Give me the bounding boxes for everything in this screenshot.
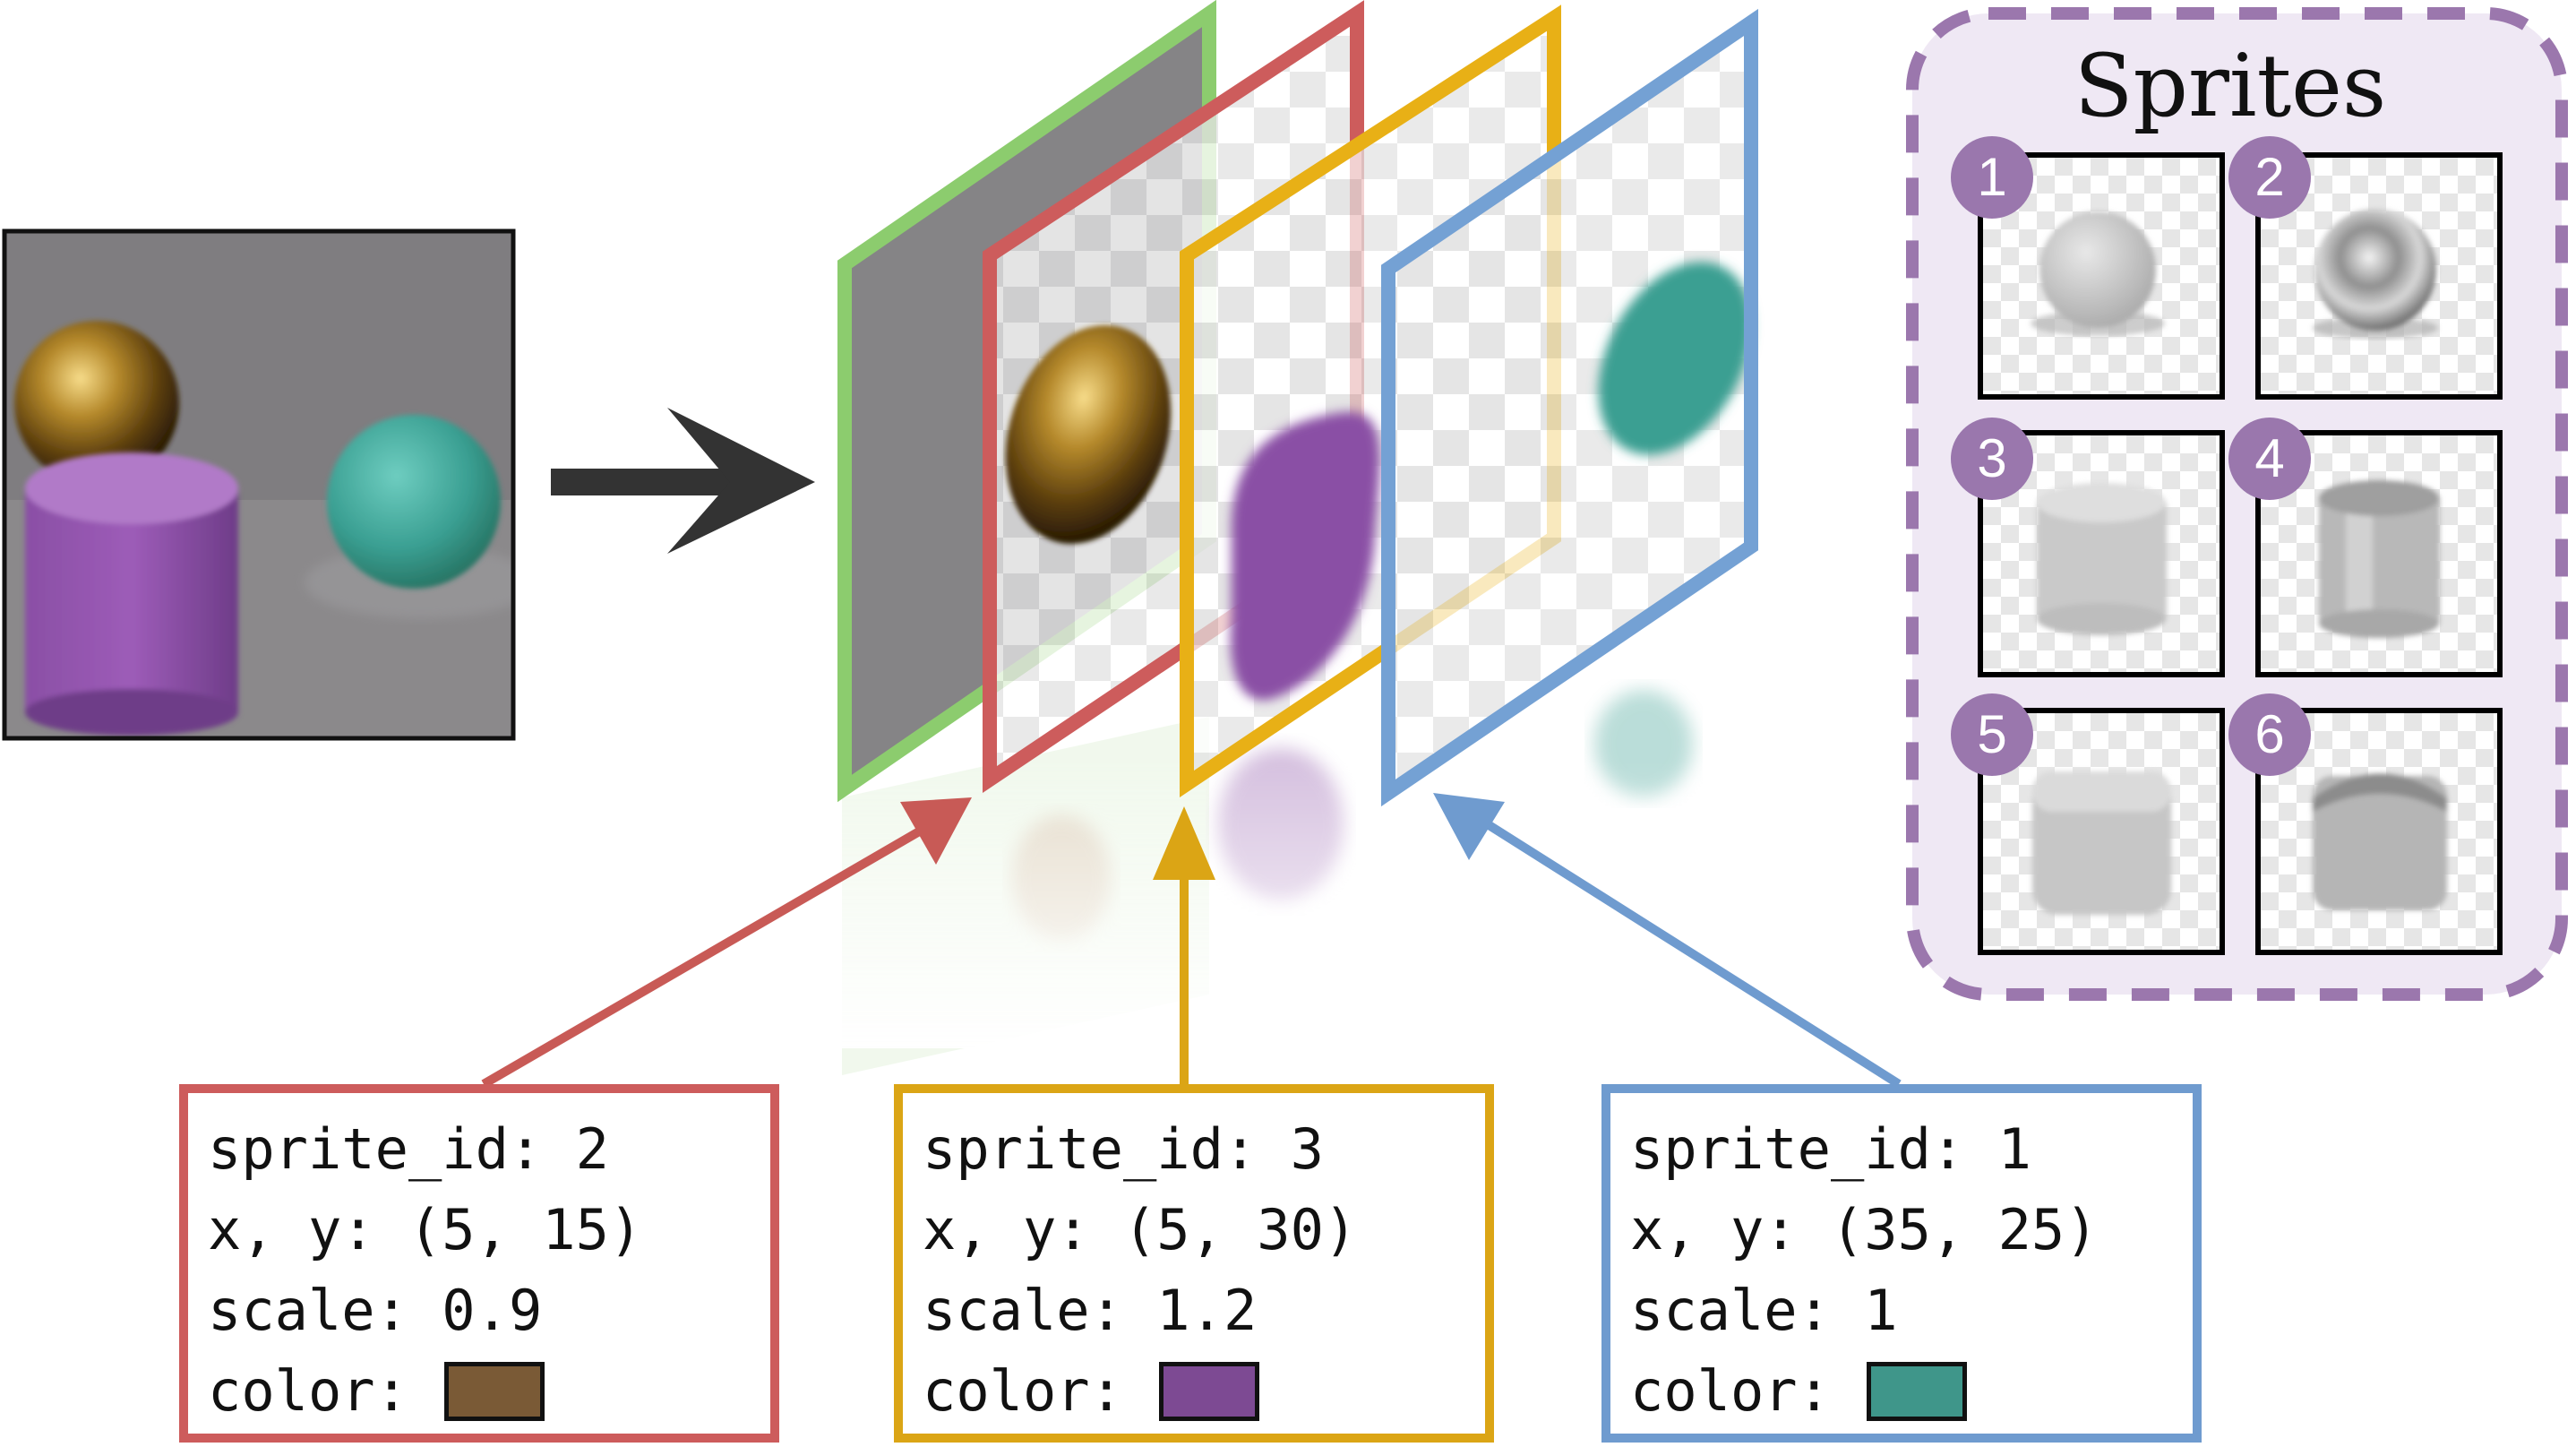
slot-color-swatch xyxy=(443,1362,545,1421)
slot-color-swatch xyxy=(1866,1362,1967,1421)
layer-reflections xyxy=(806,690,1845,1075)
sprite-badge-5: 5 xyxy=(1951,693,2033,776)
sprite-badge-3: 3 xyxy=(1951,418,2033,500)
sprite-cell-1 xyxy=(1978,152,2225,400)
slot-position: x, y: (35, 25) xyxy=(1630,1197,2099,1262)
slot-position: x, y: (5, 30) xyxy=(923,1197,1358,1262)
input-image xyxy=(2,228,516,741)
connector-arrow-blue xyxy=(1433,793,1902,1089)
slot-color-label: color: xyxy=(208,1358,408,1424)
sprite-badge-1: 1 xyxy=(1951,136,2033,219)
sprite-badge-6: 6 xyxy=(2228,693,2311,776)
sprite-badge-2: 2 xyxy=(2228,136,2311,219)
purple-cylinder xyxy=(25,452,238,736)
connector-arrow-yellow xyxy=(1153,806,1215,1084)
slot-box-red: sprite_id: 2 x, y: (5, 15) scale: 0.9 co… xyxy=(179,1084,779,1443)
slot-box-blue: sprite_id: 1 x, y: (35, 25) scale: 1 col… xyxy=(1601,1084,2202,1443)
slot-scale: scale: 1.2 xyxy=(923,1278,1258,1343)
sprites-title: Sprites xyxy=(2074,36,2387,136)
slot-box-yellow: sprite_id: 3 x, y: (5, 30) scale: 1.2 co… xyxy=(894,1084,1494,1443)
sprite-badge-4: 4 xyxy=(2228,418,2311,500)
slot-color-row: color: xyxy=(1630,1351,2173,1432)
layer-sprite-3-object xyxy=(1230,411,1380,701)
slot-scale: scale: 1 xyxy=(1630,1278,1898,1343)
sprite-6-image xyxy=(2261,713,2497,950)
slot-color-label: color: xyxy=(1630,1358,1831,1424)
slot-color-swatch xyxy=(1158,1362,1259,1421)
gold-sphere xyxy=(14,321,179,486)
slot-scale: scale: 0.9 xyxy=(208,1278,543,1343)
connector-arrow-red xyxy=(481,797,972,1089)
layer-sprite-1 xyxy=(1381,8,1758,807)
slot-sprite-id: sprite_id: 3 xyxy=(923,1116,1324,1182)
slot-color-label: color: xyxy=(923,1358,1123,1424)
slot-sprite-id: sprite_id: 2 xyxy=(208,1116,609,1182)
slot-position: x, y: (5, 15) xyxy=(208,1197,643,1262)
process-arrow xyxy=(551,408,815,554)
sprite-1-image xyxy=(1983,158,2220,394)
teal-sphere xyxy=(327,415,501,589)
layer-sprite-2-object xyxy=(1005,325,1172,544)
slot-sprite-id: sprite_id: 1 xyxy=(1630,1116,2031,1182)
layer-sprite-1-object xyxy=(1598,262,1752,455)
slot-color-row: color: xyxy=(208,1351,751,1432)
slot-color-row: color: xyxy=(923,1351,1465,1432)
sprite-cell-6 xyxy=(2255,708,2503,955)
